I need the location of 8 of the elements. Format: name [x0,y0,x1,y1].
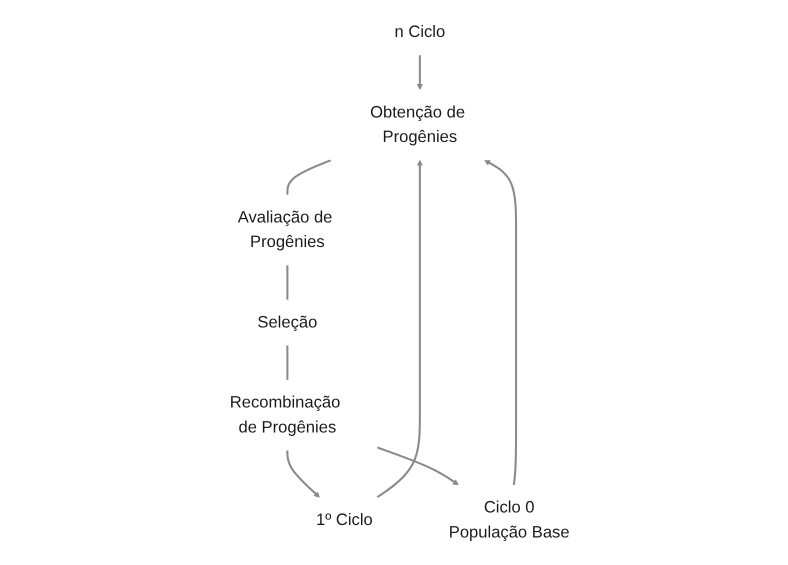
arrow [376,446,459,486]
connector [286,345,288,380]
arrow [416,55,423,90]
arrow [376,160,423,498]
arrow [286,450,320,498]
arrow [484,160,518,486]
connector [286,265,288,300]
connector [286,159,332,195]
